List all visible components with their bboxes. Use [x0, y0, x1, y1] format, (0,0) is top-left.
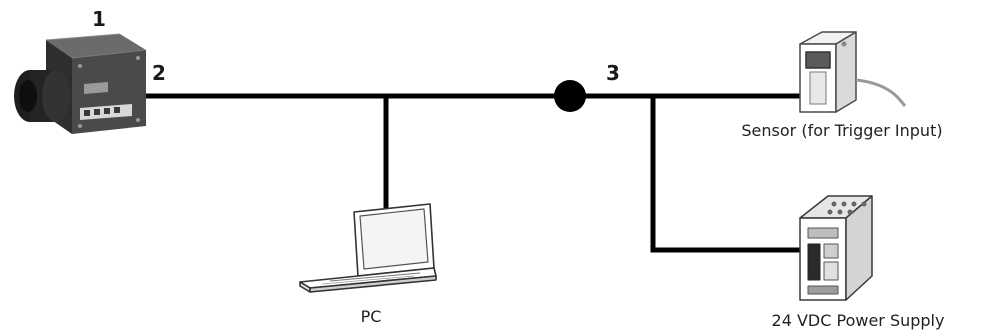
sensor-cable — [855, 78, 907, 107]
sensor-icon — [799, 31, 857, 113]
cable-lines — [143, 93, 804, 253]
sensor-label: Sensor (for Trigger Input) — [741, 121, 942, 140]
callout-2: 2 — [152, 61, 166, 85]
power-supply-icon — [799, 195, 873, 301]
callout-3: 3 — [606, 61, 620, 85]
camera-icon — [14, 33, 147, 134]
callout-1: 1 — [92, 7, 106, 31]
power-supply-label: 24 VDC Power Supply — [772, 311, 945, 330]
pc-label: PC — [361, 307, 382, 326]
laptop-icon — [299, 203, 437, 293]
junction-node — [554, 80, 586, 112]
